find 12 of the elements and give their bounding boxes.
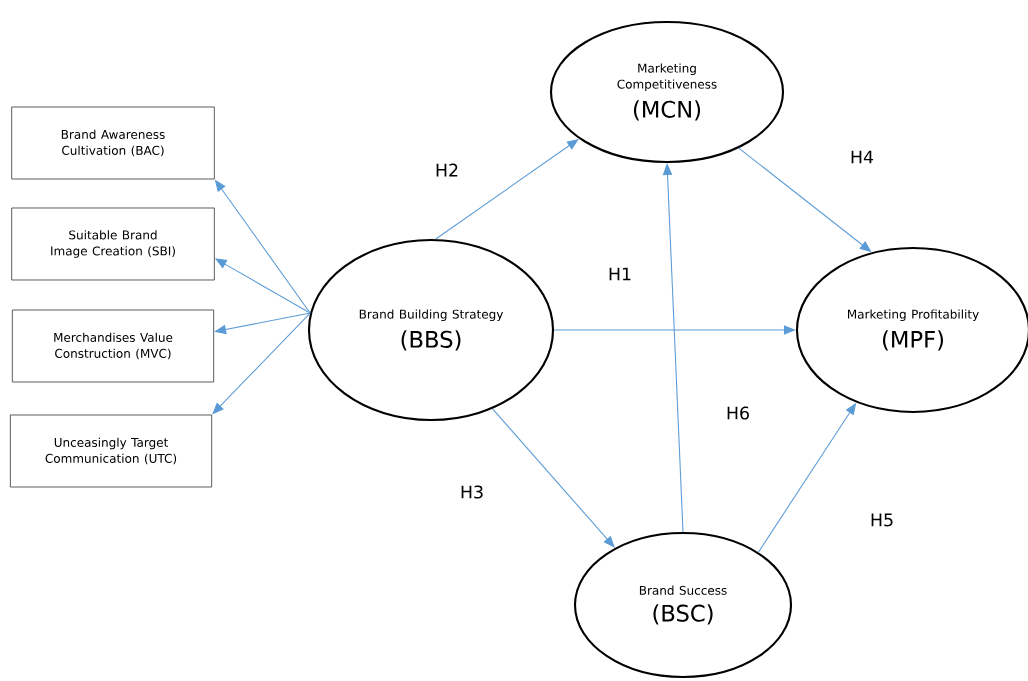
edge-label: H1	[609, 267, 631, 281]
edge-label: H3	[461, 485, 483, 499]
edge-label: H6	[727, 406, 749, 420]
edge-label: H4	[851, 150, 874, 164]
edge-label: H5	[871, 513, 893, 527]
edge-label: H2	[436, 163, 458, 177]
variable-box: Suitable Brand Image Creation (SBI)	[11, 207, 215, 281]
variable-box: Unceasingly Target Communication (UTC)	[9, 414, 213, 488]
arrow	[492, 408, 615, 548]
arrow	[212, 312, 311, 415]
variable-box: Brand Awareness Cultivation (BAC)	[11, 106, 215, 180]
variable-box: Merchandises Value Construction (MVC)	[11, 309, 215, 383]
